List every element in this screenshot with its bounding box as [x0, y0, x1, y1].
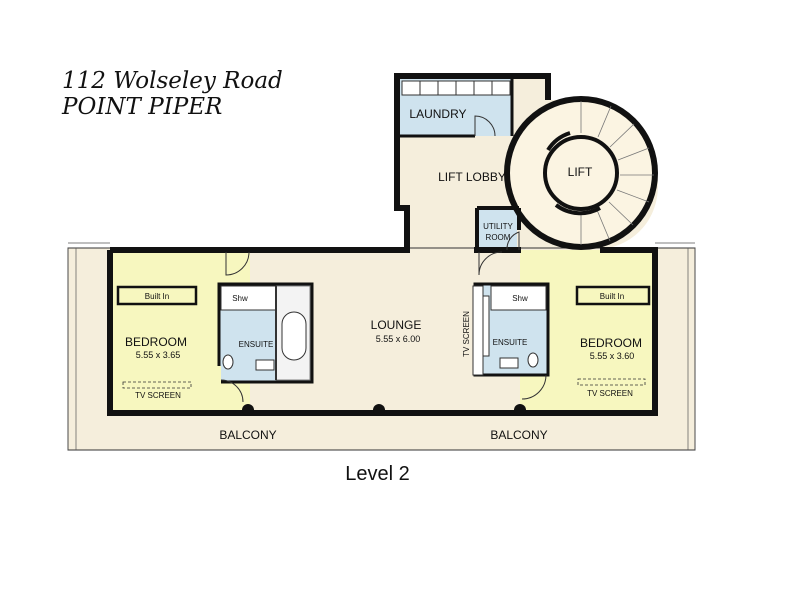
tv-screen-lounge-label: TV SCREEN: [462, 311, 471, 357]
tv-screen-right-unit: [577, 378, 646, 386]
ensuite-left: [217, 282, 314, 390]
column: [373, 404, 385, 416]
tv-screen-left-unit: [122, 381, 192, 389]
built-in-right-label: Built In: [600, 292, 624, 301]
bedroom-left-door: [225, 251, 250, 276]
shower-right-label: Shw: [512, 294, 528, 303]
lounge-size: 5.55 x 6.00: [376, 334, 421, 344]
lift-rail: [546, 131, 571, 152]
bedroom-right-label: BEDROOM: [580, 336, 642, 350]
utility-room-floor: [477, 210, 517, 250]
utility-label-2: ROOM: [486, 233, 511, 242]
column: [514, 404, 526, 416]
tv-screen-left-label: TV SCREEN: [135, 391, 181, 400]
bedroom-right-door: [478, 251, 503, 276]
laundry-cabinets: [401, 80, 511, 96]
built-in-right: [575, 285, 651, 306]
lounge-label: LOUNGE: [371, 318, 422, 332]
stair-treads: [580, 101, 654, 245]
ensuite-left-label: ENSUITE: [239, 340, 274, 349]
lift-shaft: [543, 135, 619, 211]
lift-label: LIFT: [568, 165, 593, 179]
tv-screen-right-label: TV SCREEN: [587, 389, 633, 398]
bedroom-left-size: 5.55 x 3.65: [136, 350, 181, 360]
ensuite-right: [472, 282, 550, 377]
built-in-left: [116, 285, 198, 306]
column: [242, 404, 254, 416]
balcony-left-label: BALCONY: [219, 428, 276, 442]
utility-label-1: UTILITY: [483, 222, 513, 231]
property-suburb: POINT PIPER: [62, 94, 223, 120]
bedroom-right-size: 5.55 x 3.60: [590, 351, 635, 361]
balcony-right-label: BALCONY: [490, 428, 547, 442]
utility-door: [506, 231, 520, 251]
ensuite-right-door: [521, 374, 547, 400]
ensuite-right-label: ENSUITE: [493, 338, 528, 347]
property-address: 112 Wolseley Road: [62, 68, 283, 94]
built-in-left-label: Built In: [145, 292, 169, 301]
lift-lobby-label: LIFT LOBBY: [438, 170, 506, 184]
shower-left-label: Shw: [232, 294, 248, 303]
laundry-door-swing: [474, 115, 496, 137]
ensuite-left-door: [220, 379, 244, 403]
balcony-edge-hatch: [67, 242, 696, 450]
lift-rail: [554, 203, 601, 216]
level-label: Level 2: [345, 463, 410, 485]
walls: [107, 73, 658, 416]
laundry-label: LAUNDRY: [409, 107, 466, 121]
bedroom-left-label: BEDROOM: [125, 335, 187, 349]
